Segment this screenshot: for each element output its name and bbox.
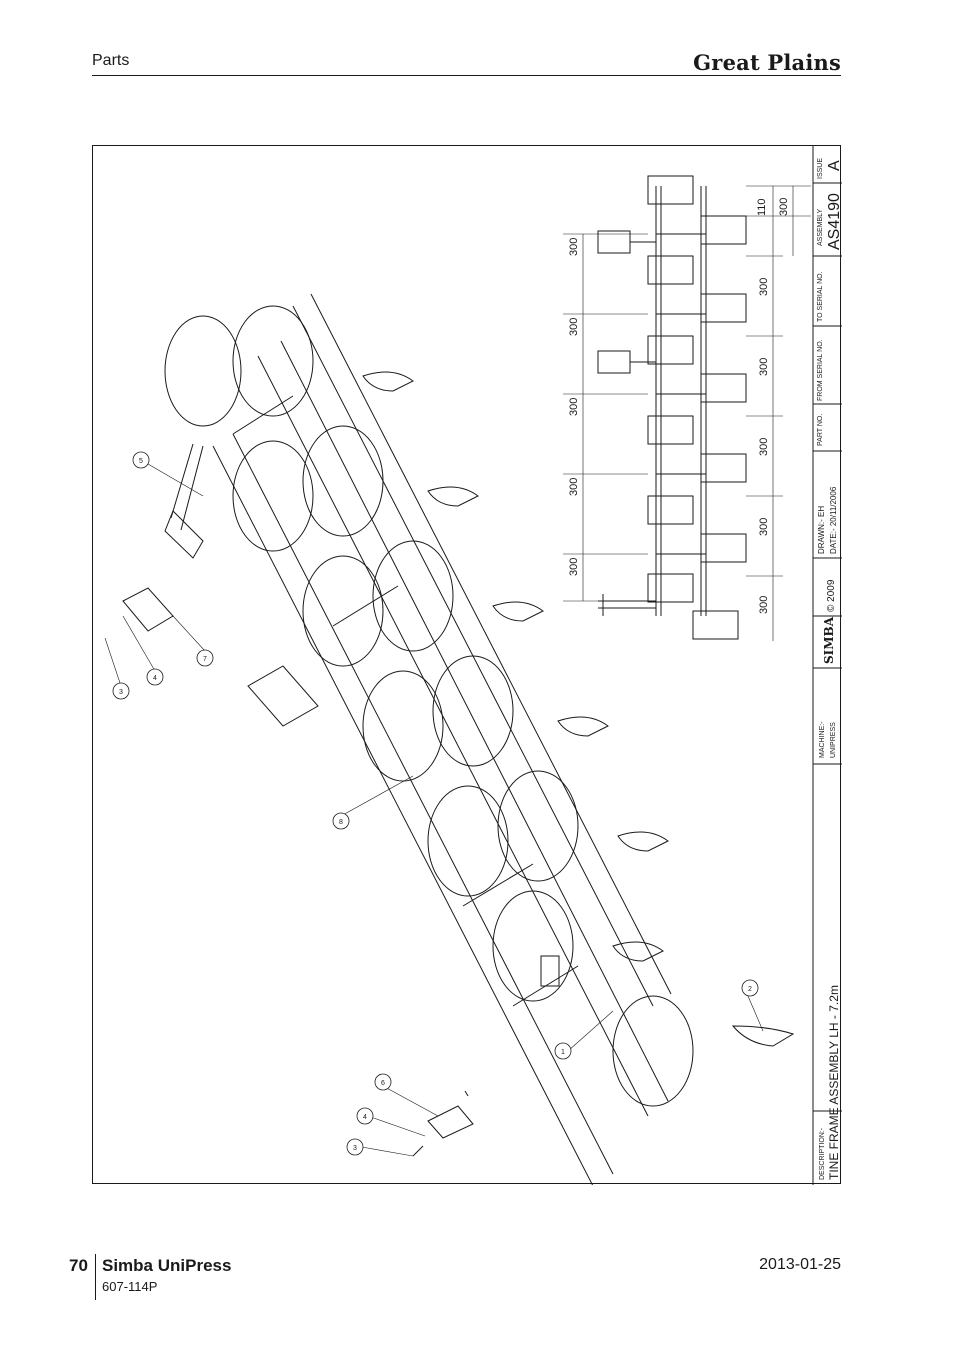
simba-logo: SIMBA: [822, 616, 836, 664]
dimension-300: 300: [758, 278, 770, 296]
issue-label: ISSUE: [817, 158, 824, 179]
assembly-label: ASSEMBLY: [817, 208, 824, 246]
footer-title: Simba UniPress: [102, 1256, 232, 1275]
assembly-value: AS4190: [826, 193, 842, 250]
machine-value: UNIPRESS: [830, 722, 837, 758]
balloon-4b: 4: [363, 1114, 367, 1121]
copyright: © 2009: [826, 579, 837, 612]
header-rule: [92, 75, 841, 76]
from-serial-label: FROM SERIAL NO.: [817, 339, 824, 401]
technical-drawing: 1 2 3 4 5 6 7 8 3 4 300 300 300 300 300 …: [104, 146, 842, 1185]
dimension-110: 110: [756, 198, 768, 216]
dimension-300: 300: [758, 438, 770, 456]
dimension-300: 300: [568, 558, 580, 576]
dimension-300: 300: [778, 198, 790, 216]
dimension-300: 300: [568, 318, 580, 336]
balloon-3: 3: [119, 689, 123, 696]
doc-code: 607-114P: [102, 1279, 158, 1294]
balloon-6: 6: [381, 1080, 385, 1087]
drawn-label: DRAWN:- EH: [817, 506, 826, 554]
balloon-1: 1: [561, 1049, 565, 1056]
to-serial-label: TO SERIAL NO.: [817, 271, 824, 322]
page-number: 70: [69, 1256, 88, 1275]
issue-value: A: [826, 160, 842, 171]
description-value: TINE FRAME ASSEMBLY LH - 7.2m: [827, 985, 841, 1180]
balloon-5: 5: [139, 458, 143, 465]
date-label: DATE:- 20/11/2006: [829, 486, 838, 554]
footer-divider: [95, 1254, 96, 1300]
machine-label: MACHINE:-: [819, 721, 826, 758]
part-no-label: PART NO.: [817, 414, 824, 446]
footer-date: 2013-01-25: [759, 1256, 841, 1273]
dimension-300: 300: [568, 398, 580, 416]
balloon-4: 4: [153, 675, 157, 682]
balloon-3b: 3: [353, 1145, 357, 1152]
dimension-300: 300: [568, 238, 580, 256]
balloon-7: 7: [203, 656, 207, 663]
balloon-8: 8: [339, 819, 343, 826]
header-section: Parts: [92, 52, 130, 69]
dimension-300: 300: [758, 596, 770, 614]
dimension-300: 300: [568, 478, 580, 496]
drawing-frame: 1 2 3 4 5 6 7 8 3 4 300 300 300 300 300 …: [92, 145, 842, 1185]
dimension-300: 300: [758, 358, 770, 376]
brand-logo-text: Great Plains: [693, 50, 841, 75]
dimension-300: 300: [758, 518, 770, 536]
balloon-2: 2: [748, 986, 752, 993]
description-label: DESCRIPTION:-: [819, 1127, 826, 1180]
